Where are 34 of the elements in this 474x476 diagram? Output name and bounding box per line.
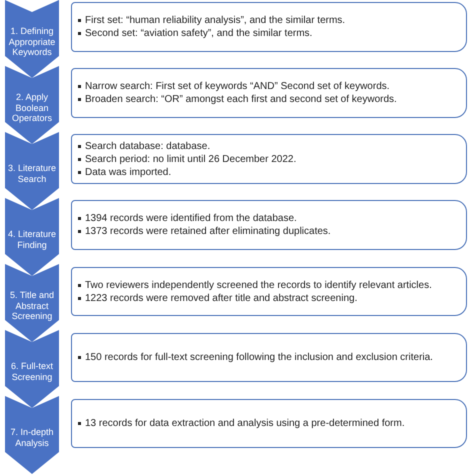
chevron-step [5, 330, 59, 408]
chevron-step [5, 198, 59, 276]
bullet-text: Two reviewers independently screened the records to identify relevant articles. [78, 278, 458, 292]
chevron-step [5, 0, 59, 78]
bullet-text: Search period: no limit until 26 December 2022. [78, 152, 458, 166]
bullet-text: 1373 records were retained after eliminating duplicates. [78, 225, 458, 238]
chevron-step [5, 66, 59, 144]
step-label: 5. Title and Abstract Screening [8, 288, 56, 322]
bullet-text: Search database: database. [78, 140, 458, 152]
bullet-text: 13 records for data extraction and analysis using a pre-determined form. [78, 417, 458, 430]
step-label: 2. Apply Boolean Operators [10, 90, 54, 124]
description-card [71, 200, 467, 250]
bullet-text: Data was imported. [78, 166, 458, 178]
bullet-text: 1394 records were identified from the database. [78, 212, 458, 225]
chevron-step [5, 396, 59, 474]
description-card [71, 134, 467, 184]
description-card [71, 2, 467, 52]
chevron-step [5, 132, 59, 210]
step-label: 4. Literature Finding [6, 228, 58, 251]
step-label: 7. In-depth Analysis [9, 426, 55, 449]
bullet-text: First set: “human reliability analysis”, and the similar terms. [78, 14, 458, 27]
bullet-text: 150 records for full-text screening following the inclusion and exclusion criteria. [78, 351, 458, 364]
chevron-step [5, 264, 59, 342]
step-label: 6. Full-text Screening [10, 360, 54, 383]
step-label: 1. Defining Appropriate Keywords [8, 24, 56, 58]
bullet-text: Narrow search: First set of keywords “AND” Second set of keywords. [78, 80, 458, 93]
description-card [71, 399, 467, 448]
bullet-text: 1223 records were removed after title and abstract screening. [78, 292, 458, 304]
bullet-text: Broaden search: “OR” amongst each first and second set of keywords. [78, 93, 458, 106]
description-card [71, 68, 467, 118]
bullet-text: Second set: “aviation safety”, and the similar terms. [78, 27, 458, 40]
description-card [71, 267, 467, 316]
step-label: 3. Literature Search [6, 162, 58, 185]
description-card [71, 333, 467, 382]
